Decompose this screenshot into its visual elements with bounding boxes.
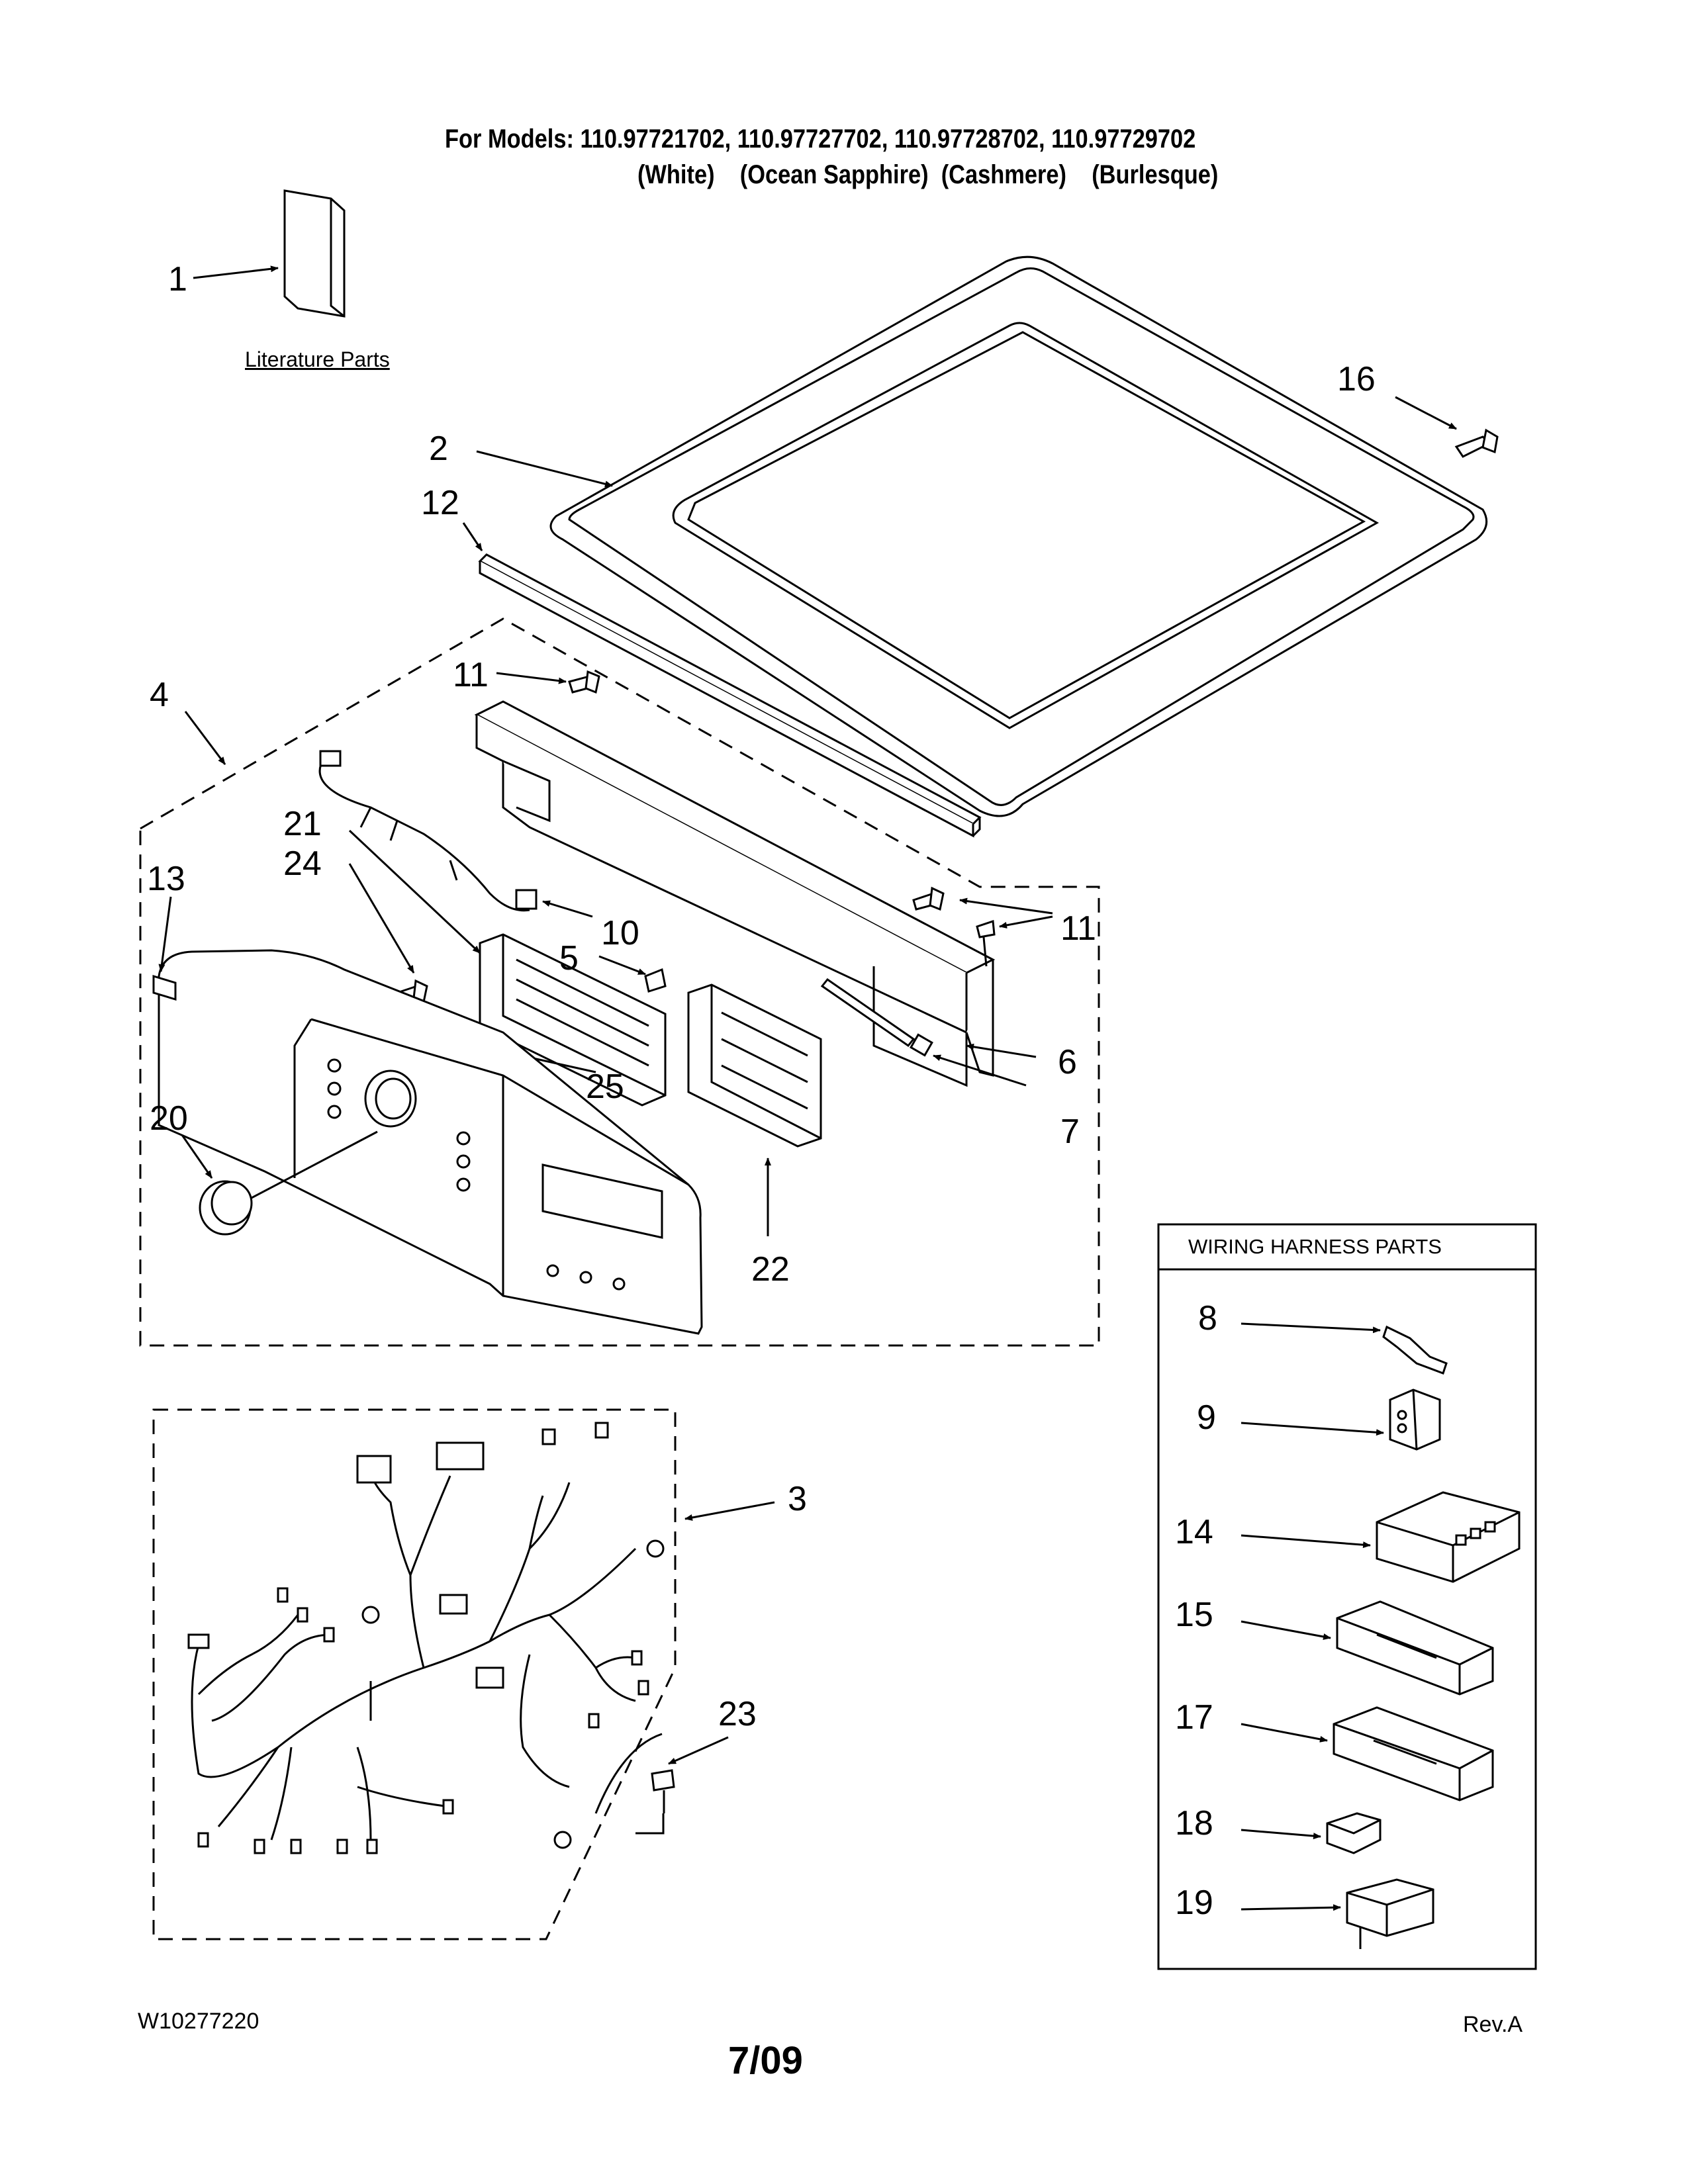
leader-11b xyxy=(959,897,1053,915)
leader-12 xyxy=(462,522,483,551)
callout-7: 7 xyxy=(1060,1113,1080,1151)
callout-15: 15 xyxy=(1175,1596,1213,1634)
leader-9 xyxy=(1241,1422,1384,1436)
leader-3 xyxy=(684,1501,775,1521)
document-number: W10277220 xyxy=(138,2009,259,2034)
callout-18: 18 xyxy=(1175,1804,1213,1843)
wiring-harness-boundary xyxy=(152,1408,677,1940)
leader-19 xyxy=(1241,1904,1341,1911)
leader-1 xyxy=(193,265,279,279)
console-harness-part xyxy=(318,750,538,912)
ground-screw-23-part xyxy=(635,1769,675,1835)
connector-9-part xyxy=(1389,1388,1441,1451)
connector-17-part xyxy=(1333,1706,1494,1801)
callout-17: 17 xyxy=(1175,1698,1213,1737)
models-header: For Models: 110.97721702, 110.97727702, … xyxy=(445,124,1196,154)
leader-11c xyxy=(999,915,1053,929)
callout-25: 25 xyxy=(586,1068,624,1106)
leader-8 xyxy=(1241,1322,1381,1334)
leader-18 xyxy=(1241,1829,1321,1840)
literature-booklet-part xyxy=(283,189,346,318)
leader-17 xyxy=(1241,1723,1328,1743)
wiring-harness-parts-title: WIRING HARNESS PARTS xyxy=(1188,1235,1442,1258)
button-13-part xyxy=(152,974,177,1001)
callout-11-top: 11 xyxy=(453,656,489,694)
leader-15 xyxy=(1241,1620,1331,1640)
bracket-5-part xyxy=(644,968,667,993)
callout-20: 20 xyxy=(150,1099,188,1138)
callout-10: 10 xyxy=(601,914,639,952)
leader-14 xyxy=(1241,1534,1371,1549)
callout-13: 13 xyxy=(147,860,185,898)
callout-9: 9 xyxy=(1197,1398,1216,1437)
leader-7 xyxy=(933,1054,1027,1087)
leader-5 xyxy=(598,955,646,976)
knob-20-part xyxy=(199,1130,378,1236)
leader-16 xyxy=(1395,396,1457,430)
leader-10 xyxy=(542,900,593,918)
callout-1: 1 xyxy=(168,260,187,298)
callout-21: 21 xyxy=(283,805,322,843)
connector-15-part xyxy=(1336,1600,1494,1696)
seal-strip-part xyxy=(478,553,982,838)
callout-19: 19 xyxy=(1175,1884,1213,1922)
console-assembly-boundary xyxy=(139,617,1100,1347)
leader-13 xyxy=(158,896,172,972)
model-colors: (White) (Ocean Sapphire) (Cashmere) (Bur… xyxy=(637,160,1219,189)
connector-14-part xyxy=(1376,1491,1521,1583)
literature-parts-label: Literature Parts xyxy=(245,347,390,371)
screw-16-part xyxy=(1454,428,1499,458)
leader-6 xyxy=(966,1043,1037,1058)
callout-24: 24 xyxy=(283,844,322,883)
callout-14: 14 xyxy=(1175,1513,1213,1551)
leader-23 xyxy=(668,1736,729,1765)
control-board-part xyxy=(687,983,822,1148)
connector-18-part xyxy=(1326,1812,1382,1854)
callout-8: 8 xyxy=(1198,1299,1217,1338)
callout-3: 3 xyxy=(788,1480,807,1518)
callout-4: 4 xyxy=(150,676,169,714)
connector-19-part xyxy=(1346,1878,1434,1949)
leader-24 xyxy=(348,863,415,974)
revision-date: 7/09 xyxy=(728,2039,803,2082)
callout-2: 2 xyxy=(429,430,448,468)
leader-2 xyxy=(476,450,613,488)
callout-23: 23 xyxy=(718,1695,757,1733)
callout-11-right: 11 xyxy=(1060,909,1096,948)
cable-tie-7-part xyxy=(820,978,933,1057)
callout-12: 12 xyxy=(421,484,459,522)
callout-5: 5 xyxy=(559,939,579,978)
leader-4 xyxy=(184,711,226,765)
main-wiring-harness-part xyxy=(187,1422,665,1854)
revision-label: Rev.A xyxy=(1463,2012,1523,2037)
top-panel-part xyxy=(549,255,1488,817)
callout-16: 16 xyxy=(1337,360,1376,398)
terminal-8-part xyxy=(1382,1325,1448,1375)
screw-11-part xyxy=(568,670,996,967)
callout-6: 6 xyxy=(1058,1043,1077,1081)
wiring-harness-parts-box xyxy=(1157,1223,1537,1970)
leader-11a xyxy=(496,672,567,684)
console-panel-part xyxy=(158,949,703,1335)
leader-20 xyxy=(181,1134,213,1179)
callout-22: 22 xyxy=(751,1250,790,1289)
leader-21 xyxy=(348,829,481,954)
